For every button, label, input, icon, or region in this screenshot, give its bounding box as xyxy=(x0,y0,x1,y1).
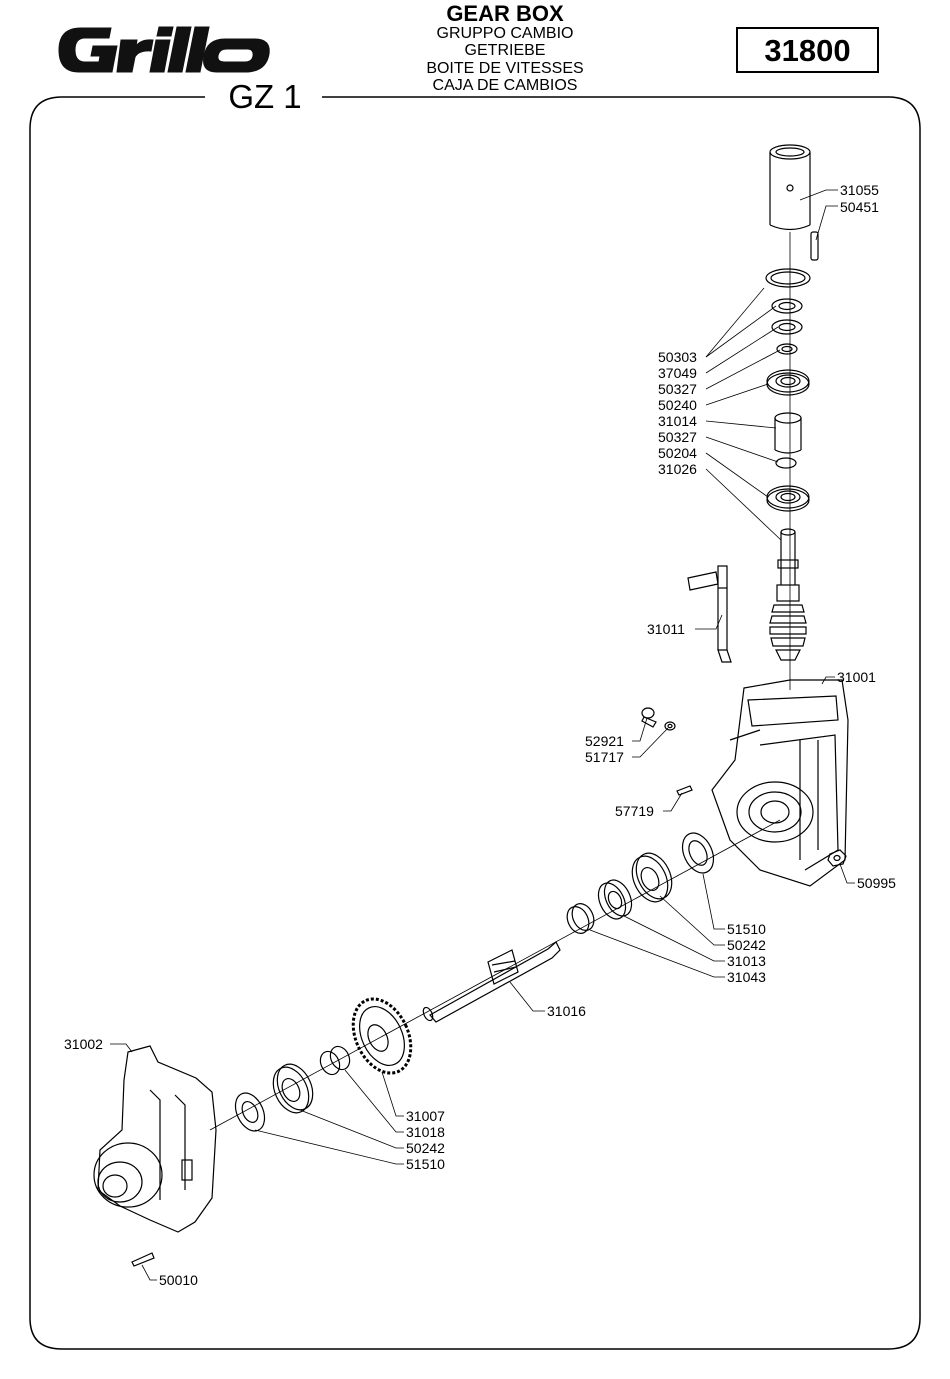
nut-part xyxy=(828,850,846,866)
main-centerline xyxy=(210,820,780,1130)
circlip-lower xyxy=(776,458,796,468)
gear-part xyxy=(342,990,422,1083)
part-label: 31011 xyxy=(647,621,685,637)
bearing-lower xyxy=(767,486,809,511)
housing-upper xyxy=(712,680,848,886)
part-label: 50240 xyxy=(658,397,697,413)
part-label: 51717 xyxy=(585,749,624,765)
part-label: 57719 xyxy=(615,803,654,819)
part-label: 31018 xyxy=(406,1124,445,1140)
part-label: 50242 xyxy=(727,937,766,953)
part-label: 31016 xyxy=(547,1003,586,1019)
part-label: 50010 xyxy=(159,1272,198,1288)
sleeve-part xyxy=(770,145,810,230)
washer-parts xyxy=(772,299,802,354)
seal-lower xyxy=(230,1088,270,1135)
seal-upper xyxy=(676,828,719,878)
worm-shaft xyxy=(770,529,806,660)
bearing-upper xyxy=(767,370,809,395)
spacer-lower xyxy=(317,1043,353,1077)
main-shaft xyxy=(421,942,560,1022)
bearing-bottom xyxy=(266,1058,319,1118)
part-label: 50242 xyxy=(406,1140,445,1156)
coupling-part xyxy=(593,876,637,924)
circlip-part xyxy=(766,269,810,287)
dowel-pin xyxy=(677,786,692,795)
housing-lower xyxy=(94,1046,216,1232)
spacer-part xyxy=(775,413,801,453)
part-label: 52921 xyxy=(585,733,624,749)
part-label: 50327 xyxy=(658,381,697,397)
part-label: 31014 xyxy=(658,413,697,429)
part-label: 50303 xyxy=(658,349,697,365)
part-label: 37049 xyxy=(658,365,697,381)
part-label: 50204 xyxy=(658,445,697,461)
part-label: 50451 xyxy=(840,199,879,215)
part-labels: 31055 50451 50303 37049 50327 50240 3101… xyxy=(64,182,896,1288)
part-label: 31055 xyxy=(840,182,879,198)
part-label: 51510 xyxy=(727,921,766,937)
bolt-part xyxy=(132,1253,154,1266)
part-label: 51510 xyxy=(406,1156,445,1172)
part-label: 31007 xyxy=(406,1108,445,1124)
part-label: 31026 xyxy=(658,461,697,477)
part-label: 31043 xyxy=(727,969,766,985)
part-label: 31013 xyxy=(727,953,766,969)
bearing-mid xyxy=(625,847,678,907)
part-label: 31002 xyxy=(64,1036,103,1052)
part-label: 50995 xyxy=(857,875,896,891)
part-label: 31001 xyxy=(837,669,876,685)
part-label: 50327 xyxy=(658,429,697,445)
shift-rod xyxy=(688,566,731,662)
